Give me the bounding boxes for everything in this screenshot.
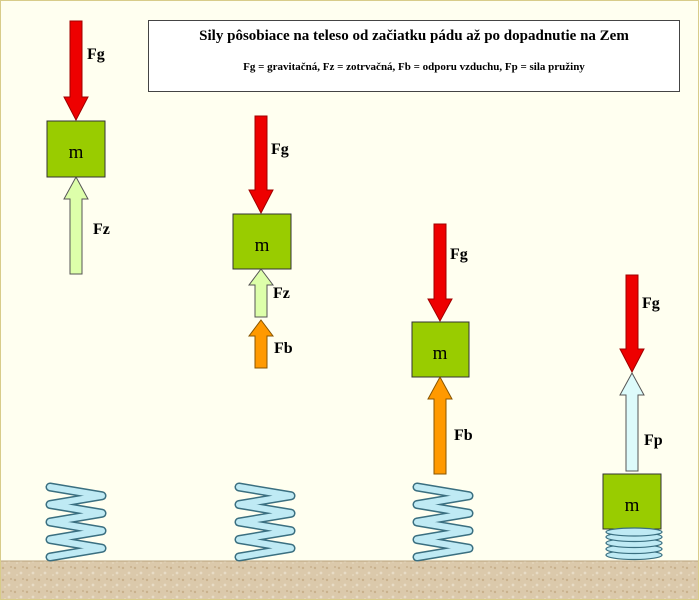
air-resistance-arrow-3	[427, 375, 453, 475]
gravity-arrow-3	[427, 223, 453, 323]
gravity-arrow-2	[248, 115, 274, 215]
stage-2: Fg m Fz Fb	[232, 115, 293, 369]
inertia-arrow-1	[63, 175, 89, 275]
mass-label-2: m	[255, 235, 270, 256]
gravity-arrow-1	[63, 20, 89, 122]
title-box: Sily pôsobiace na teleso od začiatku pád…	[148, 20, 680, 92]
spring-3	[412, 482, 474, 562]
mass-label-4: m	[625, 495, 640, 516]
gravity-label-2: Fg	[271, 141, 289, 158]
gravity-label-3: Fg	[450, 246, 468, 263]
mass-block-2	[232, 213, 292, 270]
stage-4: Fg Fp m	[602, 274, 663, 530]
mass-label-1: m	[69, 142, 84, 163]
gravity-label-1: Fg	[87, 46, 105, 63]
spring-2	[234, 482, 296, 562]
air-resistance-arrow-2	[248, 319, 274, 369]
gravity-label-4: Fg	[642, 295, 660, 312]
ground	[1, 561, 698, 599]
air-resistance-label-3: Fb	[454, 427, 473, 444]
mass-label-3: m	[433, 343, 448, 364]
spring-compressed-4	[605, 527, 663, 561]
force-legend: Fg = gravitačná, Fz = zotrvačná, Fb = od…	[243, 61, 585, 73]
mass-block-3	[411, 321, 470, 378]
spring-coil	[47, 484, 105, 560]
spring-force-arrow-4	[619, 371, 645, 472]
air-resistance-label-2: Fb	[274, 340, 293, 357]
inertia-label-1: Fz	[93, 221, 110, 238]
spring-coil	[236, 484, 294, 560]
spring-force-label-4: Fp	[644, 432, 663, 449]
inertia-label-2: Fz	[273, 285, 290, 302]
stage-1: Fg m Fz	[46, 20, 110, 275]
gravity-arrow-4	[619, 274, 645, 374]
spring-1	[45, 482, 107, 562]
diagram-title: Sily pôsobiace na teleso od začiatku pád…	[199, 28, 629, 44]
mass-block-4	[602, 473, 662, 530]
spring-coil	[414, 484, 472, 560]
inertia-arrow-2	[248, 268, 274, 318]
stage-3: Fg m Fb	[411, 223, 473, 475]
